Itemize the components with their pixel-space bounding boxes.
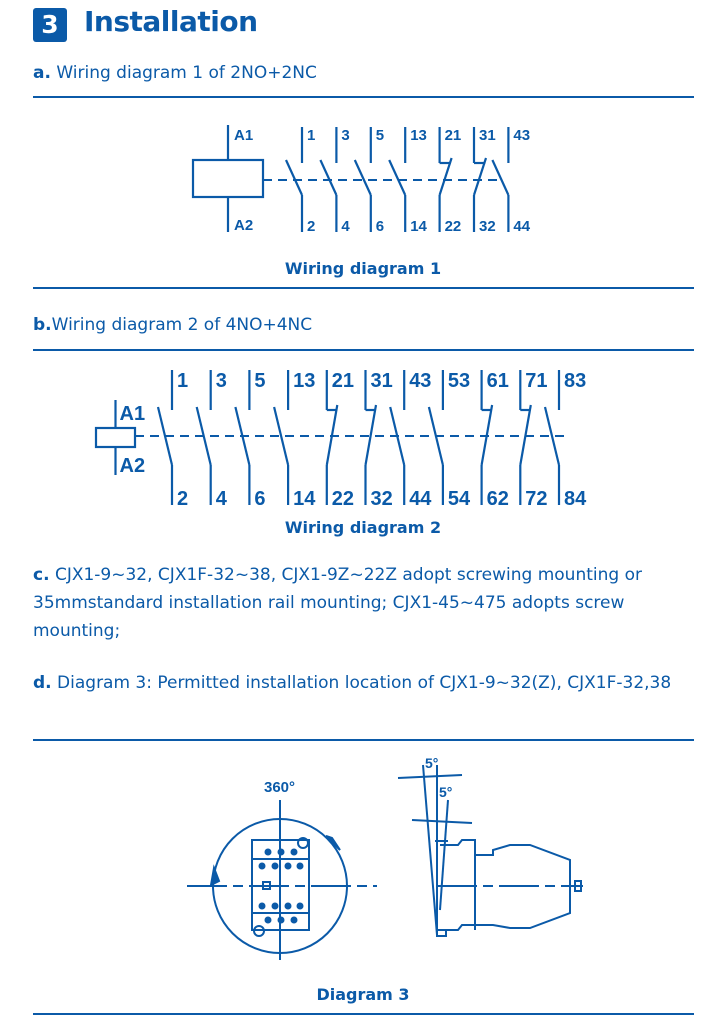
terminal-label-bottom: 6 xyxy=(254,488,265,510)
contact-nc-blade xyxy=(480,404,494,466)
coil xyxy=(94,426,137,449)
paragraph-c-text: CJX1-9~32, CJX1F-32~38, CJX1-9Z~22Z adop… xyxy=(33,565,642,641)
paragraph-d-prefix: d. xyxy=(33,673,52,693)
divider xyxy=(33,96,694,98)
tilt-label-top: 5° xyxy=(425,755,438,771)
terminal-label-top: 21 xyxy=(445,127,462,144)
contact-no-blade xyxy=(195,406,212,466)
terminal-label-bottom: 2 xyxy=(307,218,315,235)
section-number-badge: 3 xyxy=(33,8,67,42)
terminal-label-top: 1 xyxy=(307,127,315,144)
terminal-label-top: 5 xyxy=(376,127,384,144)
coil-label-a2: A2 xyxy=(234,217,253,234)
terminal-label-bottom: 44 xyxy=(513,218,530,235)
contact-no-blade xyxy=(389,406,406,466)
wiring-diagram-1-caption: Wiring diagram 1 xyxy=(284,259,442,278)
terminal-label-top: 5 xyxy=(254,370,265,392)
terminal-label-top: 21 xyxy=(332,370,354,392)
divider xyxy=(33,1013,694,1015)
terminal-label-top: 13 xyxy=(410,127,427,144)
subheading-b-text: Wiring diagram 2 of 4NO+4NC xyxy=(51,315,313,335)
contact-no-blade xyxy=(284,159,304,196)
terminal-label-top: 61 xyxy=(487,370,509,392)
contact-no-blade xyxy=(156,406,174,466)
paragraph-c-prefix: c. xyxy=(33,565,50,585)
subheading-b-prefix: b. xyxy=(33,315,52,335)
contact-nc-blade xyxy=(519,404,532,466)
terminal-label-bottom: 32 xyxy=(479,218,496,235)
subheading-b: b.Wiring diagram 2 of 4NO+4NC xyxy=(33,315,312,335)
rotation-label: 360° xyxy=(264,779,295,796)
tilt-label-bottom: 5° xyxy=(439,784,452,800)
contact-no-blade xyxy=(319,159,338,196)
divider xyxy=(33,739,694,741)
terminal-label-top: 13 xyxy=(293,370,315,392)
coil-label-a1: A1 xyxy=(120,403,146,425)
side-view xyxy=(397,764,583,937)
contact-nc-blade xyxy=(325,404,339,466)
terminal-label-top: 71 xyxy=(525,370,547,392)
contact-no-blade xyxy=(234,406,251,466)
terminal-label-top: 1 xyxy=(177,370,188,392)
contact-no-blade xyxy=(427,406,444,466)
contact-nc-blade xyxy=(364,404,378,466)
contact-nc-blade xyxy=(438,157,453,196)
paragraph-c: c. CJX1-9~32, CJX1F-32~38, CJX1-9Z~22Z a… xyxy=(33,561,703,645)
coil-label-a1: A1 xyxy=(234,127,253,144)
terminal-label-top: 43 xyxy=(409,370,431,392)
diagram-3-caption: Diagram 3 xyxy=(316,985,410,1004)
terminal-label-bottom: 84 xyxy=(564,488,587,510)
terminal-label-bottom: 14 xyxy=(410,218,427,235)
rotation-arrow-icon xyxy=(325,835,341,851)
contact-no-blade xyxy=(491,159,510,196)
terminal-label-top: 83 xyxy=(564,370,586,392)
terminal-label-bottom: 4 xyxy=(341,218,350,235)
terminal-label-bottom: 4 xyxy=(216,488,228,510)
terminal-label-bottom: 22 xyxy=(445,218,462,235)
rotation-arrow-icon xyxy=(209,864,221,887)
coil-label-a2: A2 xyxy=(120,455,146,477)
divider xyxy=(33,349,694,351)
terminal-label-bottom: 72 xyxy=(525,488,547,510)
contact-nc-blade xyxy=(472,157,488,196)
terminal-label-bottom: 54 xyxy=(448,488,471,510)
terminal-label-bottom: 32 xyxy=(371,488,393,510)
contact-no-blade xyxy=(273,406,290,466)
terminal-label-top: 31 xyxy=(479,127,496,144)
terminal-label-top: 53 xyxy=(448,370,470,392)
paragraph-d: d. Diagram 3: Permitted installation loc… xyxy=(33,669,703,697)
subheading-a: a. Wiring diagram 1 of 2NO+2NC xyxy=(33,63,317,83)
section-title: Installation xyxy=(84,5,258,38)
subheading-a-prefix: a. xyxy=(33,63,51,83)
terminal-label-bottom: 22 xyxy=(332,488,354,510)
terminal-label-bottom: 6 xyxy=(376,218,384,235)
terminal-label-top: 31 xyxy=(371,370,393,392)
subheading-a-text: Wiring diagram 1 of 2NO+2NC xyxy=(50,63,317,83)
front-view xyxy=(187,800,377,960)
terminal-label-top: 43 xyxy=(513,127,530,144)
terminal-label-bottom: 44 xyxy=(409,488,432,510)
terminal-label-bottom: 2 xyxy=(177,488,188,510)
paragraph-d-text: Diagram 3: Permitted installation locati… xyxy=(51,673,672,693)
divider xyxy=(33,287,694,289)
terminal-label-bottom: 14 xyxy=(293,488,316,510)
contact-no-blade xyxy=(543,406,561,466)
wiring-diagram-2-caption: Wiring diagram 2 xyxy=(284,518,442,537)
terminal-label-bottom: 62 xyxy=(487,488,509,510)
contact-no-blade xyxy=(388,159,407,196)
terminal-label-top: 3 xyxy=(216,370,227,392)
terminal-label-top: 3 xyxy=(341,127,349,144)
contact-no-blade xyxy=(353,159,372,196)
